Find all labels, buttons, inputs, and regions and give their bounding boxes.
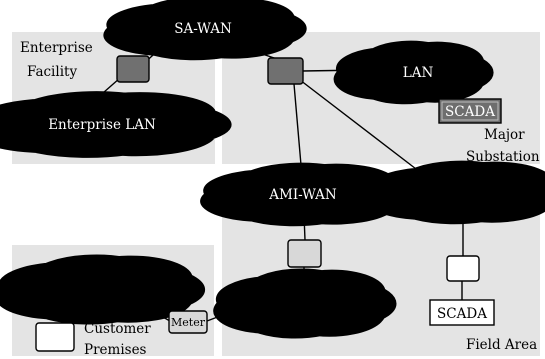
meter-label: Meter xyxy=(171,316,206,329)
enterprise-facility-label-line1: Enterprise xyxy=(20,40,93,56)
enterprise-router-box xyxy=(116,55,150,83)
customer-premises-label-line2: Premises xyxy=(84,342,147,358)
field-area-label: Field Area xyxy=(466,337,537,353)
da-wan-cloud: DA-WAN xyxy=(407,175,523,211)
substation-scada-label: SCADA xyxy=(445,104,495,120)
sa-wan-cloud: SA-WAN xyxy=(146,11,264,47)
da-wan-label: DA-WAN xyxy=(435,185,494,201)
substation-router-box xyxy=(267,57,304,85)
sa-wan-label: SA-WAN xyxy=(174,21,232,37)
link-router-amiwan xyxy=(293,83,302,166)
lan-label: LAN xyxy=(403,65,434,81)
meter-box: Meter xyxy=(168,310,208,334)
customer-device-box xyxy=(35,322,75,352)
major-substation-label-line2: Substation xyxy=(466,149,540,165)
link-router-dawan xyxy=(299,79,421,173)
nan-label: NAN xyxy=(286,296,320,312)
ami-wan-cloud: AMI-WAN xyxy=(244,177,366,213)
enterprise-facility-label-line2: Facility xyxy=(27,64,77,80)
han-label: HAN xyxy=(81,282,115,298)
ami-wan-label: AMI-WAN xyxy=(268,187,337,203)
lan-cloud: LAN xyxy=(367,55,460,91)
han-cloud: HAN xyxy=(39,270,161,309)
field-scada-label: SCADA xyxy=(437,306,487,322)
major-substation-label-line1: Major xyxy=(484,127,525,143)
nan-cloud: NAN xyxy=(252,284,358,323)
substation-scada-box: SCADA xyxy=(438,98,502,124)
enterprise-lan-label: Enterprise LAN xyxy=(48,117,156,133)
ami-collector-box xyxy=(287,239,322,268)
enterprise-lan-cloud: Enterprise LAN xyxy=(26,106,177,143)
field-scada-box: SCADA xyxy=(429,299,495,326)
customer-premises-label-line1: Customer xyxy=(84,321,151,337)
field-node-box xyxy=(446,255,480,282)
